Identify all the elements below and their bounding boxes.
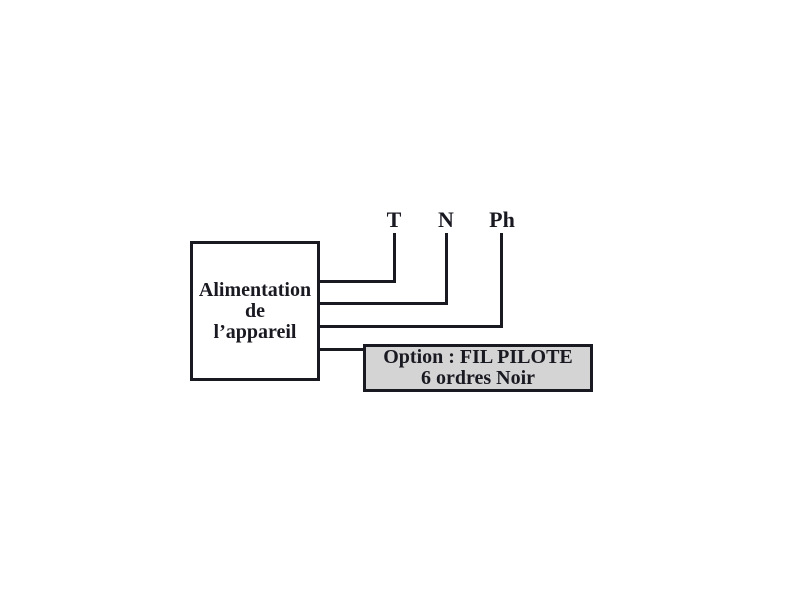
- supply-box-label-line2: de: [245, 299, 265, 322]
- terminal-label-t: T: [386, 207, 402, 232]
- wire-t-horizontal: [320, 280, 396, 283]
- wire-n-vertical: [445, 233, 448, 305]
- supply-box-label-line3: l’appareil: [213, 320, 297, 343]
- terminal-label-n: N: [438, 207, 454, 232]
- wire-ph-horizontal: [320, 325, 503, 328]
- terminal-label-ph: Ph: [489, 207, 515, 232]
- supply-box-label-line1: Alimentation: [198, 278, 312, 301]
- wire-pilot-horizontal: [320, 348, 366, 351]
- option-box-label-line2: 6 ordres Noir: [420, 367, 536, 389]
- option-box: Option : FIL PILOTE 6 ordres Noir: [363, 344, 593, 392]
- supply-box: Alimentation de l’appareil: [190, 241, 320, 381]
- wire-ph-vertical: [500, 233, 503, 328]
- wire-n-horizontal: [320, 302, 448, 305]
- wire-t-vertical: [393, 233, 396, 283]
- option-box-label-line1: Option : FIL PILOTE: [383, 346, 573, 368]
